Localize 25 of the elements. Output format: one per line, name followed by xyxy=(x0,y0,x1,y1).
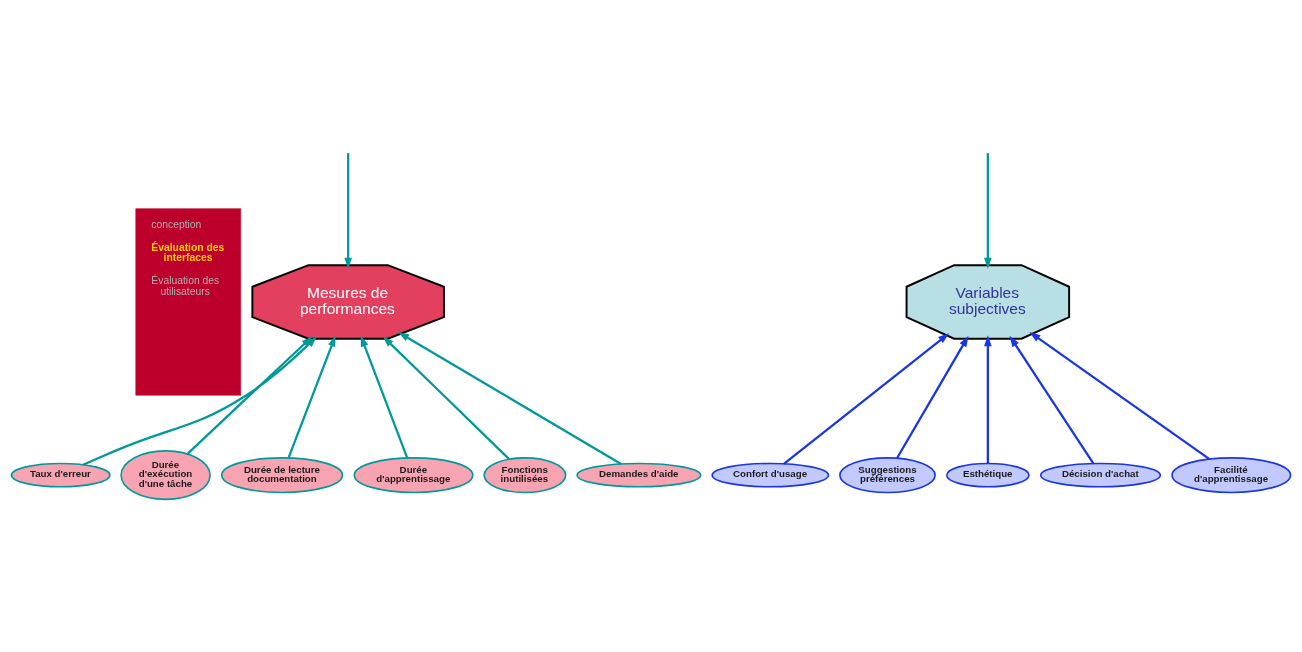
node-ellipse: Durée de lecture documentation xyxy=(221,457,344,494)
arrow xyxy=(287,335,336,459)
node-ellipse: Esthétique xyxy=(945,462,1030,488)
arrow xyxy=(783,333,950,465)
arrow xyxy=(984,335,992,464)
arrow xyxy=(82,336,317,466)
node-box: conception Évaluation des interfaces Évaluation des utilisateurs xyxy=(135,208,241,396)
arrow xyxy=(186,336,313,455)
arrow xyxy=(984,153,992,269)
arrow xyxy=(398,332,622,465)
node-ellipse: Taux d'erreur xyxy=(10,462,111,488)
arrow xyxy=(896,335,969,459)
arrow xyxy=(360,335,409,459)
arrow xyxy=(382,336,510,460)
arrow xyxy=(1009,335,1095,465)
node-ellipse: Décision d'achat xyxy=(1039,462,1162,488)
node-ellipse: Confort d'usage xyxy=(711,462,830,488)
arrow xyxy=(1029,331,1210,460)
node-ellipse: Durée d'apprentissage xyxy=(353,457,474,494)
node-ellipse: Fonctions inutilisées xyxy=(483,457,567,494)
node-ellipse: Durée d'exécution d'une tâche xyxy=(120,450,211,501)
node-ellipse: Suggestions préférences xyxy=(839,457,936,494)
node-ellipse: Facilité d'apprentissage xyxy=(1171,457,1292,494)
node-ellipse: Demandes d'aide xyxy=(576,462,702,488)
arrow xyxy=(344,153,353,269)
